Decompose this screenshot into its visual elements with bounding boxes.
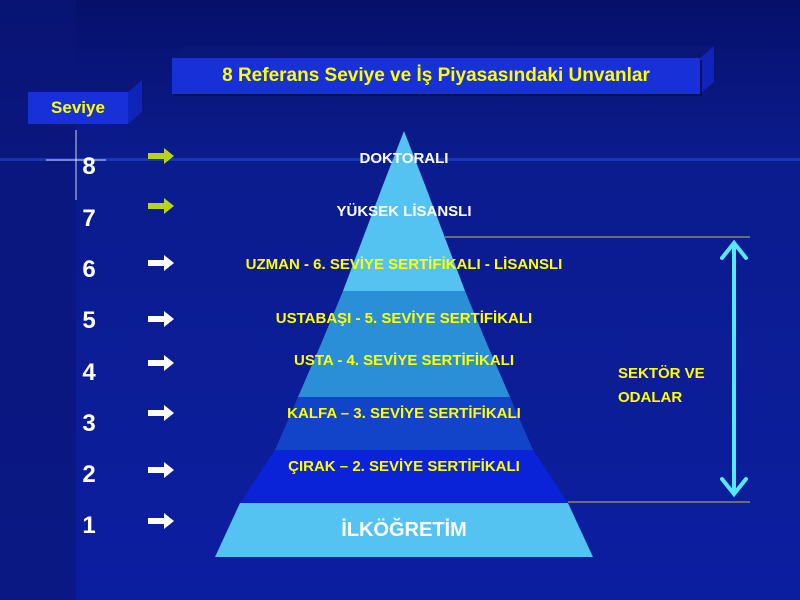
arrow-right-icon — [148, 198, 174, 214]
level-number-6: 6 — [82, 256, 96, 283]
arrow-right-icon — [148, 513, 174, 529]
pyramid-tier-7 — [363, 185, 445, 238]
tier-label-3: KALFA – 3. SEVİYE SERTİFİKALI — [287, 405, 521, 422]
arrow-right-icon — [148, 462, 174, 478]
pyramid-tier-6 — [343, 238, 465, 291]
pyramid-tier-8 — [383, 131, 425, 185]
pyramid-tier-2 — [240, 450, 568, 503]
arrow-right-icon — [148, 255, 174, 271]
tier-label-2: ÇIRAK – 2. SEVİYE SERTİFİKALI — [288, 458, 520, 475]
arrow-right-icon — [148, 311, 174, 327]
arrow-right-icon — [148, 355, 174, 371]
tier-label-1: İLKÖĞRETİM — [341, 519, 467, 541]
side-note: SEKTÖR VE ODALAR — [618, 362, 705, 410]
arrow-right-icon — [148, 405, 174, 421]
level-number-2: 2 — [82, 461, 96, 488]
tier-label-6: UZMAN - 6. SEVİYE SERTİFİKALI - LİSANSLI — [245, 256, 563, 273]
pyramid-tier-3 — [275, 397, 533, 450]
level-number-1: 1 — [82, 512, 96, 539]
level-number-5: 5 — [82, 307, 96, 334]
tier-label-8: DOKTORALI — [359, 150, 449, 167]
tier-label-5: USTABAŞI - 5. SEVİYE SERTİFİKALI — [275, 310, 533, 327]
pyramid-tier-1 — [215, 503, 593, 557]
pyramid-tier-4 — [298, 344, 510, 397]
level-number-8: 8 — [82, 153, 96, 180]
level-number-3: 3 — [82, 410, 96, 437]
level-header: Seviye — [28, 92, 128, 124]
side-note-line-1: SEKTÖR VE — [618, 365, 705, 382]
level-number-4: 4 — [82, 359, 96, 386]
tier-label-7: YÜKSEK LİSANSLI — [336, 203, 472, 220]
arrow-right-icon — [148, 148, 174, 164]
double-arrow-icon — [720, 239, 748, 498]
level-number-7: 7 — [82, 205, 96, 232]
page-title: 8 Referans Seviye ve İş Piyasasındaki Un… — [172, 58, 700, 94]
side-note-line-2: ODALAR — [618, 389, 683, 406]
pyramid-tier-5 — [321, 291, 487, 344]
tier-label-4: USTA - 4. SEVİYE SERTİFİKALI — [293, 352, 515, 369]
